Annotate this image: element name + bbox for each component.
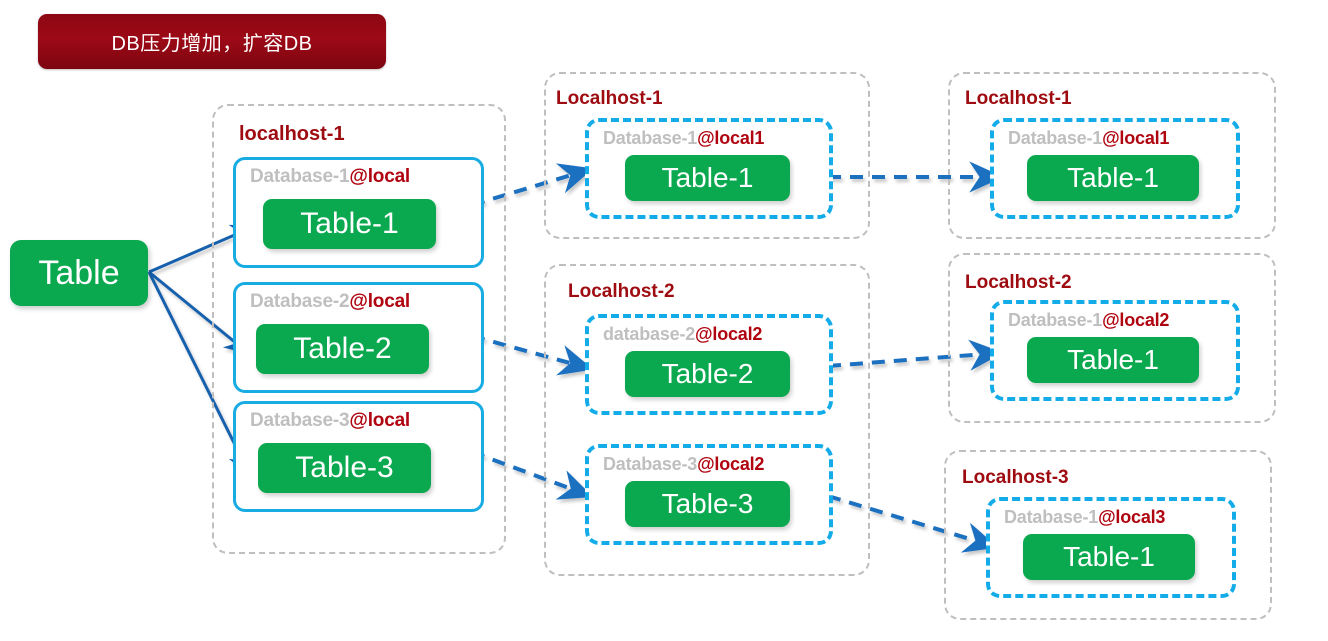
host-label-after-localhost-1: Localhost-1 [965,88,1072,109]
host-group-after-localhost-2 [948,253,1276,423]
host-label-after-localhost-3: Localhost-3 [962,467,1069,488]
table-chip-label: Table-1 [661,162,754,193]
db-at-text: @local2 [1102,310,1170,330]
source-table-node[interactable]: Table [10,240,148,306]
db-name-text: Database-1 [1008,128,1103,148]
db-name-text: Database-3 [603,454,698,474]
db-name-text: Database-1 [1008,310,1103,330]
db-at-text: @local1 [1102,128,1170,148]
db-label-mid-database-3-local2: Database-3@local2 [589,454,829,475]
table-chip-c1-3[interactable]: Table-3 [258,443,431,493]
db-box-database-1-local[interactable]: Database-1@local Table-1 [233,157,484,268]
table-chip-c2-1[interactable]: Table-1 [625,155,790,201]
banner-text: DB压力增加，扩容DB [111,33,313,55]
db-label-after-database-1-local2: Database-1@local2 [994,310,1236,331]
db-label-database-1-local: Database-1@local [236,166,481,188]
host-group-after-localhost-3 [944,450,1272,620]
host-group-after-localhost-1 [948,72,1276,239]
db-label-database-2-local: Database-2@local [236,291,481,313]
db-name-text: Database-1 [1004,507,1099,527]
db-at-text: @local2 [697,454,765,474]
db-box-mid-database-2-local2[interactable]: database-2@local2 Table-2 [585,314,833,415]
db-name-text: database-2 [603,324,696,344]
db-box-database-3-local[interactable]: Database-3@local Table-3 [233,401,484,512]
table-chip-c3-2[interactable]: Table-1 [1027,337,1199,383]
db-box-database-2-local[interactable]: Database-2@local Table-2 [233,282,484,393]
db-name-text: Database-1 [603,128,698,148]
db-box-after-database-1-local2[interactable]: Database-1@local2 Table-1 [990,300,1240,401]
table-chip-label: Table-1 [1063,541,1155,572]
db-label-after-database-1-local3: Database-1@local3 [990,507,1232,528]
table-chip-c2-2[interactable]: Table-2 [625,351,790,397]
host-group-middle-localhost-2 [544,264,870,576]
db-label-after-database-1-local1: Database-1@local1 [994,128,1236,149]
table-chip-label: Table-3 [661,488,754,519]
db-box-mid-database-1-local1[interactable]: Database-1@local1 Table-1 [585,118,833,219]
banner-db-pressure: DB压力增加，扩容DB [38,14,386,69]
table-chip-label: Table-1 [300,207,399,240]
db-name-text: Database-1 [250,166,350,187]
db-box-after-database-1-local1[interactable]: Database-1@local1 Table-1 [990,118,1240,219]
host-group-middle-localhost-1 [544,72,870,239]
source-table-label: Table [38,253,120,292]
table-chip-c2-3[interactable]: Table-3 [625,481,790,527]
table-chip-label: Table-3 [295,451,394,484]
db-label-database-3-local: Database-3@local [236,410,481,432]
db-box-mid-database-3-local2[interactable]: Database-3@local2 Table-3 [585,444,833,545]
table-chip-label: Table-2 [661,358,754,389]
host-label-before-localhost-1: localhost-1 [239,123,345,145]
db-name-text: Database-3 [250,410,350,431]
db-at-text: @local [349,410,411,431]
table-chip-c3-1[interactable]: Table-1 [1027,155,1199,201]
db-at-text: @local2 [695,324,763,344]
table-chip-label: Table-1 [1067,344,1159,375]
db-at-text: @local [349,291,411,312]
host-label-middle-localhost-2: Localhost-2 [568,281,675,302]
db-at-text: @local3 [1098,507,1166,527]
db-label-mid-database-1-local1: Database-1@local1 [589,128,829,149]
host-label-middle-localhost-1: Localhost-1 [556,88,663,109]
table-chip-label: Table-2 [293,332,392,365]
db-at-text: @local [349,166,411,187]
table-chip-c3-3[interactable]: Table-1 [1023,534,1195,580]
db-at-text: @local1 [697,128,765,148]
table-chip-c1-1[interactable]: Table-1 [263,199,436,249]
host-label-after-localhost-2: Localhost-2 [965,272,1072,293]
db-name-text: Database-2 [250,291,350,312]
db-box-after-database-1-local3[interactable]: Database-1@local3 Table-1 [986,497,1236,598]
host-group-before-localhost-1 [212,104,506,554]
db-label-mid-database-2-local2: database-2@local2 [589,324,829,345]
table-chip-label: Table-1 [1067,162,1159,193]
table-chip-c1-2[interactable]: Table-2 [256,324,429,374]
